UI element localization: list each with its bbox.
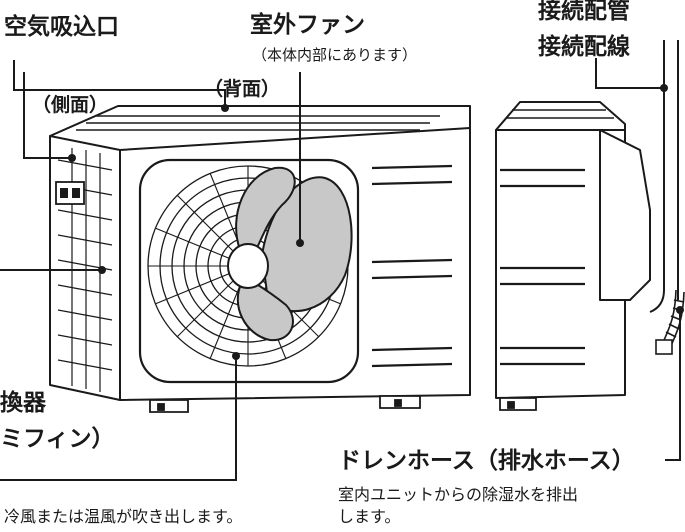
label-heat-exchanger-fin: ミフィン） — [0, 426, 115, 452]
side-view-body — [495, 129, 626, 399]
label-outdoor-fan: 室外ファン — [250, 12, 365, 38]
air-outlet-desc: 冷風または温風が吹き出します。 — [4, 507, 243, 526]
label-connecting-pipe: 接続配管 — [538, 0, 630, 24]
unit-feet — [149, 395, 421, 413]
fan-blades — [227, 166, 353, 342]
label-heat-exchanger: 換器 — [0, 390, 46, 416]
fan-blade-lower — [236, 278, 294, 342]
front-panel-lines — [371, 164, 453, 368]
side-view-unit — [495, 101, 651, 399]
side-grille — [57, 148, 113, 392]
label-drain-hose: ドレンホース（排水ホース） — [338, 448, 635, 474]
leader-dots — [68, 84, 684, 360]
label-back: （背面） — [204, 78, 281, 100]
side-view-valve-cover — [599, 129, 651, 301]
drain-hose-desc-line2: します。 — [338, 507, 401, 526]
fan-hub — [227, 243, 269, 289]
service-valve-block — [55, 181, 85, 205]
label-outdoor-fan-note: （本体内部にあります） — [252, 46, 418, 64]
label-connecting-wire: 接続配線 — [538, 34, 630, 60]
label-side: （側面） — [32, 94, 109, 116]
side-view-top — [495, 101, 626, 131]
side-view-top-slats — [506, 109, 614, 119]
connecting-pipe-run — [649, 40, 679, 313]
label-air-intake: 空気吸込口 — [4, 14, 119, 40]
fan-blade-upper — [235, 166, 296, 254]
leader-lines — [0, 58, 681, 481]
top-grille — [76, 115, 440, 131]
side-view-lines — [500, 168, 585, 366]
drain-hose-desc-line1: 室内ユニットからの除湿水を排出 — [338, 485, 579, 504]
side-view-feet — [499, 397, 537, 411]
